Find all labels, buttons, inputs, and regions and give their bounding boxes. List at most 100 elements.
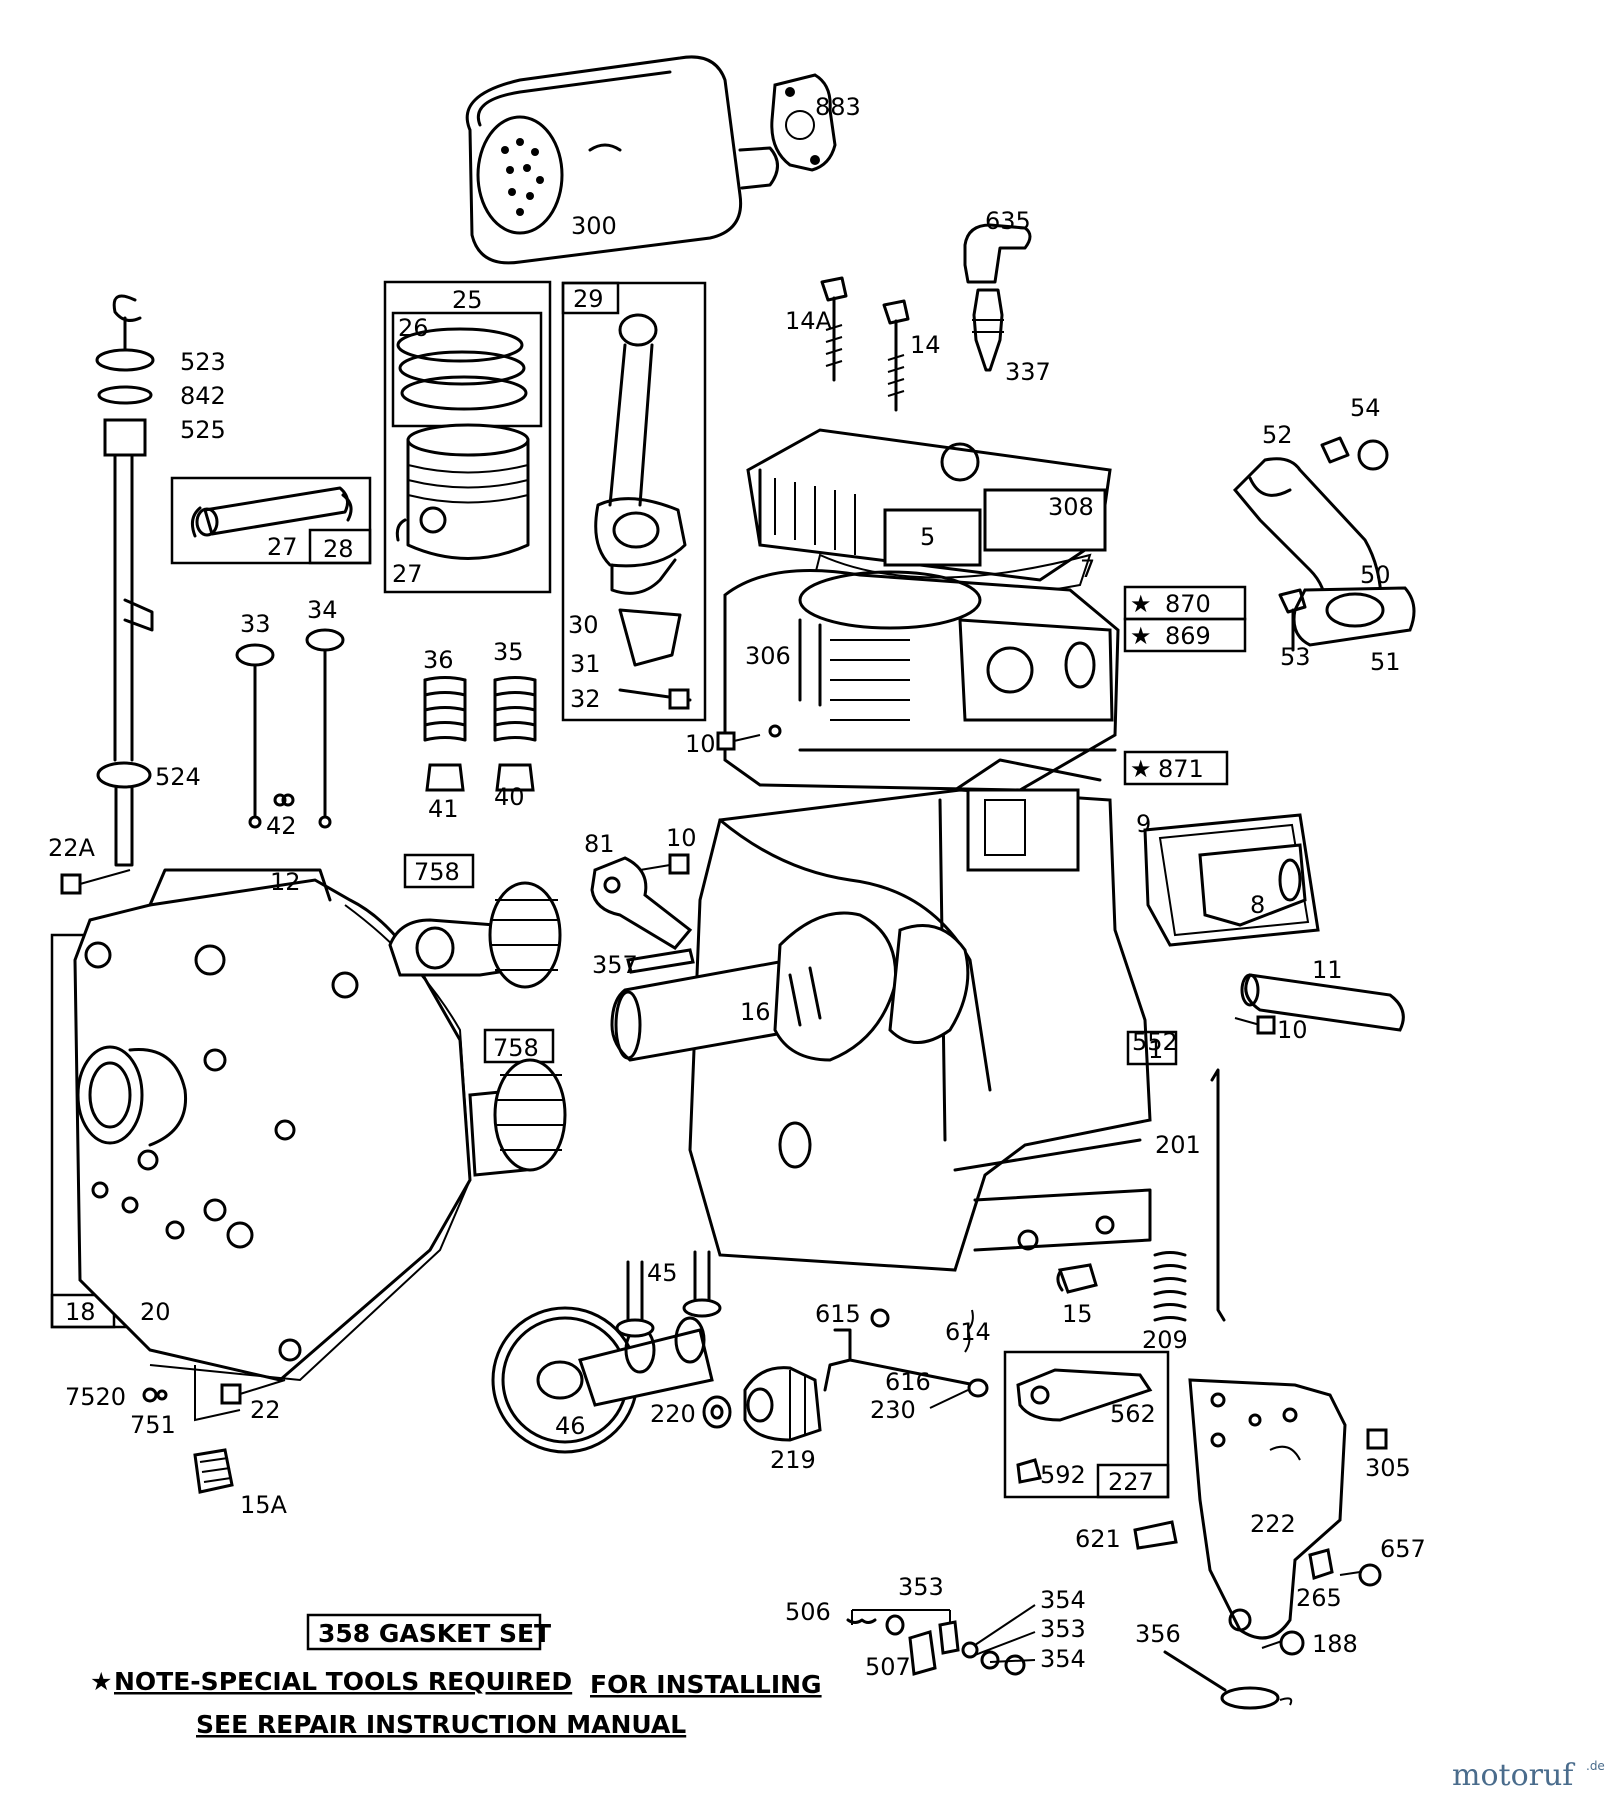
connecting-rod-box bbox=[561, 281, 707, 722]
label-308: 308 bbox=[1048, 493, 1094, 521]
label-51: 51 bbox=[1370, 648, 1401, 676]
label-758b: 758 bbox=[493, 1034, 539, 1062]
label-26: 26 bbox=[398, 314, 429, 342]
gasket-set-box bbox=[306, 1613, 542, 1651]
label-81: 81 bbox=[584, 830, 615, 858]
label-615: 615 bbox=[815, 1300, 861, 1328]
note-star: ★ bbox=[90, 1667, 112, 1696]
label-222: 222 bbox=[1250, 1510, 1296, 1538]
label-201: 201 bbox=[1155, 1131, 1201, 1159]
label-36: 36 bbox=[423, 646, 454, 674]
label-18: 18 bbox=[65, 1298, 96, 1326]
label-353b: 353 bbox=[1040, 1615, 1086, 1643]
label-506: 506 bbox=[785, 1598, 831, 1626]
label-32: 32 bbox=[570, 685, 601, 713]
label-7: 7 bbox=[1080, 555, 1095, 583]
label-507: 507 bbox=[865, 1653, 911, 1681]
label-230: 230 bbox=[870, 1396, 916, 1424]
sump-cover bbox=[50, 868, 472, 1382]
label-525: 525 bbox=[180, 416, 226, 444]
label-9: 9 bbox=[1136, 810, 1151, 838]
label-883: 883 bbox=[815, 93, 861, 121]
washer-220 bbox=[702, 1395, 732, 1429]
valves bbox=[235, 628, 345, 829]
note-for-installing: FOR INSTALLING bbox=[590, 1670, 822, 1699]
label-337: 337 bbox=[1005, 358, 1051, 386]
star-869: ★ bbox=[1130, 622, 1152, 650]
governor-lever-box bbox=[1003, 1350, 1170, 1499]
label-14A: 14A bbox=[785, 307, 833, 335]
label-16: 16 bbox=[740, 998, 771, 1026]
spark-plug-parts bbox=[820, 223, 1032, 412]
label-614: 614 bbox=[945, 1318, 991, 1346]
cylinder-head bbox=[746, 428, 1112, 599]
label-188: 188 bbox=[1312, 1630, 1358, 1658]
label-306: 306 bbox=[745, 642, 791, 670]
label-14: 14 bbox=[910, 331, 941, 359]
label-220: 220 bbox=[650, 1400, 696, 1428]
label-354a: 354 bbox=[1040, 1586, 1086, 1614]
label-10b: 10 bbox=[666, 824, 697, 852]
label-10a: 10 bbox=[685, 730, 716, 758]
star-871: ★ bbox=[1130, 755, 1152, 783]
label-305: 305 bbox=[1365, 1454, 1411, 1482]
governor-gear-219 bbox=[743, 1366, 822, 1442]
label-356: 356 bbox=[1135, 1620, 1181, 1648]
label-357: 357 bbox=[592, 951, 638, 979]
label-15A: 15A bbox=[240, 1491, 288, 1519]
bolt-188 bbox=[1261, 1630, 1305, 1656]
star-870: ★ bbox=[1130, 590, 1152, 618]
label-50: 50 bbox=[1360, 561, 1391, 589]
label-27b: 27 bbox=[392, 560, 423, 588]
plug-15 bbox=[1056, 1263, 1098, 1294]
tappets-45 bbox=[615, 1250, 722, 1338]
label-30: 30 bbox=[568, 611, 599, 639]
breather-tube-11 bbox=[1234, 973, 1405, 1035]
label-46: 46 bbox=[555, 1412, 586, 1440]
label-11: 11 bbox=[1312, 956, 1343, 984]
label-523: 523 bbox=[180, 348, 226, 376]
label-751: 751 bbox=[130, 1411, 176, 1439]
governor-link-201 bbox=[1210, 1068, 1226, 1322]
watermark-tld: .de bbox=[1586, 1759, 1605, 1773]
label-10c: 10 bbox=[1277, 1016, 1308, 1044]
label-40: 40 bbox=[494, 783, 525, 811]
label-42: 42 bbox=[266, 812, 297, 840]
label-45: 45 bbox=[647, 1259, 678, 1287]
label-616: 616 bbox=[885, 1368, 931, 1396]
label-621: 621 bbox=[1075, 1525, 1121, 1553]
bolt-305 bbox=[1366, 1428, 1388, 1450]
bolt-10-a bbox=[716, 724, 782, 751]
label-53: 53 bbox=[1280, 643, 1311, 671]
special-tool-boxes bbox=[1123, 585, 1247, 786]
label-33: 33 bbox=[240, 610, 271, 638]
label-54: 54 bbox=[1350, 394, 1381, 422]
spring-209 bbox=[1153, 1251, 1187, 1322]
label-219: 219 bbox=[770, 1446, 816, 1474]
choke-parts bbox=[846, 1604, 1036, 1676]
gasket-883 bbox=[770, 73, 837, 172]
label-31: 31 bbox=[570, 650, 601, 678]
label-7520: 7520 bbox=[65, 1383, 126, 1411]
muffler-300 bbox=[465, 55, 779, 265]
control-bracket-222 bbox=[1188, 1378, 1347, 1640]
label-552: 552 bbox=[1132, 1028, 1178, 1056]
label-635: 635 bbox=[985, 207, 1031, 235]
gear-758-lower bbox=[468, 1028, 567, 1177]
plug-621 bbox=[1133, 1520, 1178, 1550]
label-22: 22 bbox=[250, 1396, 281, 1424]
bolt-22 bbox=[142, 1365, 286, 1494]
label-1: 1 bbox=[1148, 1036, 1163, 1064]
watermark-brand: motoruf bbox=[1452, 1758, 1575, 1793]
label-562: 562 bbox=[1110, 1400, 1156, 1428]
label-8: 8 bbox=[1250, 891, 1265, 919]
label-34: 34 bbox=[307, 596, 338, 624]
camshaft-46 bbox=[491, 1306, 714, 1454]
label-25: 25 bbox=[452, 286, 483, 314]
label-20: 20 bbox=[140, 1298, 171, 1326]
crankcase-label-boxes bbox=[1126, 1030, 1178, 1066]
label-227: 227 bbox=[1108, 1468, 1154, 1496]
label-758a: 758 bbox=[414, 858, 460, 886]
label-22A: 22A bbox=[48, 834, 96, 862]
